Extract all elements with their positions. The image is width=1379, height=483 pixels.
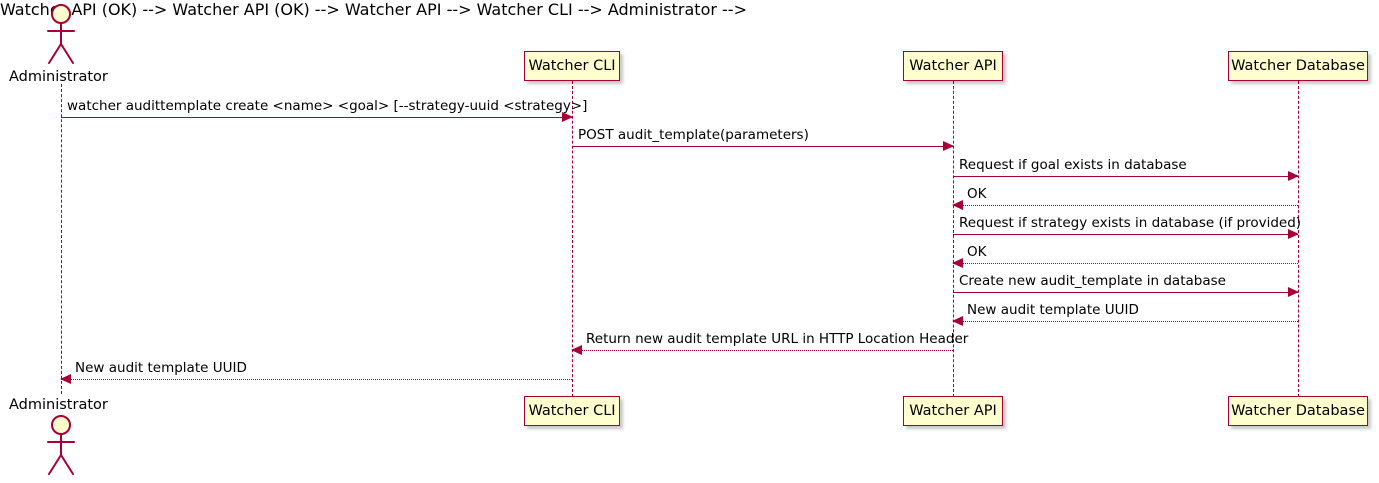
message-10-label: New audit template UUID xyxy=(75,359,247,376)
participant-label-watcher-api-bottom: Watcher API xyxy=(909,402,997,419)
arrowhead-right-icon xyxy=(1288,287,1299,297)
actor-administrator-top-label: Administrator xyxy=(9,69,108,85)
participant-box-watcher-cli-bottom[interactable]: Watcher CLI xyxy=(524,396,620,426)
lifeline-watcher-api xyxy=(953,81,954,397)
message-3-label: Request if goal exists in database xyxy=(959,156,1187,173)
message-6-label: OK xyxy=(967,243,987,260)
arrowhead-left-icon xyxy=(571,345,582,355)
participant-label-watcher-api-top: Watcher API xyxy=(909,57,997,74)
message-7-label: Create new audit_template in database xyxy=(959,272,1226,289)
actor-administrator-bottom-figure xyxy=(35,414,87,480)
actor-administrator-top-figure xyxy=(35,3,87,69)
participant-label-watcher-cli-bottom: Watcher CLI xyxy=(528,402,616,419)
participant-box-watcher-api-top[interactable]: Watcher API xyxy=(903,51,1003,81)
arrowhead-right-icon xyxy=(562,112,573,122)
message-9-line xyxy=(572,350,953,351)
arrowhead-right-icon xyxy=(1288,229,1299,239)
message-4-line xyxy=(953,205,1298,206)
participant-box-watcher-database-bottom[interactable]: Watcher Database xyxy=(1228,396,1368,426)
arrowhead-left-icon xyxy=(952,316,963,326)
participant-label-watcher-database-top: Watcher Database xyxy=(1231,57,1365,74)
message-6-line xyxy=(953,263,1298,264)
arrowhead-right-icon xyxy=(1288,171,1299,181)
lifeline-watcher-cli xyxy=(572,81,573,397)
participant-label-watcher-cli-top: Watcher CLI xyxy=(528,57,616,74)
arrowhead-left-icon xyxy=(952,258,963,268)
message-9-label: Return new audit template URL in HTTP Lo… xyxy=(586,330,969,347)
message-1-line xyxy=(61,117,572,118)
message-5-label: Request if strategy exists in database (… xyxy=(959,214,1302,231)
message-10-line xyxy=(61,379,572,380)
participant-box-watcher-api-bottom[interactable]: Watcher API xyxy=(903,396,1003,426)
arrowhead-left-icon xyxy=(952,200,963,210)
participant-box-watcher-database-top[interactable]: Watcher Database xyxy=(1228,51,1368,81)
message-2-line xyxy=(572,146,953,147)
message-8-label: New audit template UUID xyxy=(967,301,1139,318)
message-7-line xyxy=(953,292,1298,293)
arrowhead-left-icon xyxy=(60,374,71,384)
arrowhead-right-icon xyxy=(943,141,954,151)
message-1-label: watcher audittemplate create <name> <goa… xyxy=(67,97,588,114)
lifeline-watcher-database xyxy=(1298,81,1299,397)
message-2-label: POST audit_template(parameters) xyxy=(578,126,809,143)
actor-administrator-bottom-label: Administrator xyxy=(9,397,108,413)
participant-label-watcher-database-bottom: Watcher Database xyxy=(1231,402,1365,419)
lifeline-administrator xyxy=(61,84,62,394)
message-3-line xyxy=(953,176,1298,177)
message-4-label: OK xyxy=(967,185,987,202)
participant-box-watcher-cli-top[interactable]: Watcher CLI xyxy=(524,51,620,81)
message-8-line xyxy=(953,321,1298,322)
message-5-line xyxy=(953,234,1298,235)
